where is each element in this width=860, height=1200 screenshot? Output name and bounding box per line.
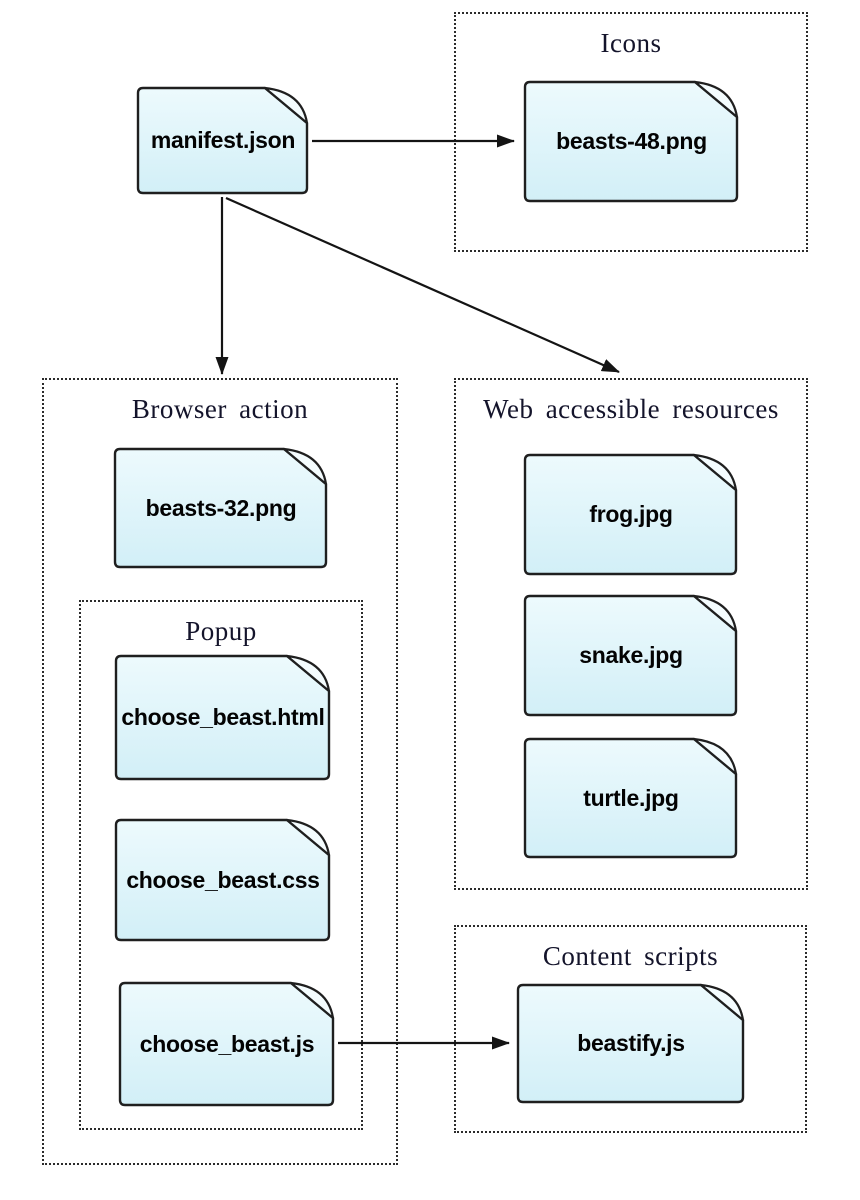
file-node-turtle-jpg: turtle.jpg (522, 736, 740, 860)
document-shape (523, 737, 738, 859)
group-box-content-scripts: Content scripts beastify.js (454, 925, 807, 1133)
file-label-choose-beast-html: choose_beast.html (121, 704, 325, 730)
file-node-frog-jpg: frog.jpg (522, 452, 740, 577)
file-label-snake-jpg: snake.jpg (579, 642, 683, 668)
group-box-popup: Popup choose_beast.html choose_beast.css… (79, 600, 363, 1130)
group-box-web-accessible-resources: Web accessible resources frog.jpg snake.… (454, 378, 808, 890)
group-title-content-scripts: Content scripts (542, 941, 719, 971)
file-node-choose-beast-css: choose_beast.css (113, 817, 333, 943)
file-label-manifest-json: manifest.json (150, 127, 296, 153)
document-shape (523, 453, 738, 576)
group-box-browser-action: Browser action beasts-32.png Popup choos… (42, 378, 398, 1165)
file-node-choose-beast-html: choose_beast.html (113, 653, 333, 782)
file-node-snake-jpg: snake.jpg (522, 593, 740, 718)
document-shape (114, 818, 331, 942)
file-node-choose-beast-js: choose_beast.js (117, 980, 337, 1108)
file-label-choose-beast-js: choose_beast.js (139, 1030, 315, 1057)
document-shape (136, 86, 309, 195)
file-node-beasts-48-png: beasts-48.png (522, 79, 741, 204)
group-box-icons: Icons beasts-48.png (454, 12, 808, 252)
group-title-browser-action: Browser action (131, 394, 309, 424)
file-label-beastify-js: beastify.js (577, 1030, 685, 1056)
document-shape (114, 654, 331, 781)
group-title-icons: Icons (600, 28, 662, 58)
group-title-popup: Popup (185, 616, 257, 646)
file-label-choose-beast-css: choose_beast.css (126, 866, 320, 893)
document-shape (516, 983, 745, 1104)
file-node-beasts-32-png: beasts-32.png (112, 446, 330, 570)
document-shape (523, 594, 738, 717)
file-node-beastify-js: beastify.js (515, 982, 747, 1105)
file-label-frog-jpg: frog.jpg (589, 501, 673, 527)
file-label-beasts-32-png: beasts-32.png (145, 494, 297, 521)
file-node-manifest-json: manifest.json (135, 85, 311, 196)
group-title-web-accessible-resources: Web accessible resources (483, 394, 779, 424)
file-label-turtle-jpg: turtle.jpg (583, 784, 679, 811)
file-label-beasts-48-png: beasts-48.png (556, 128, 707, 154)
document-shape (113, 447, 328, 569)
document-shape (118, 981, 335, 1107)
